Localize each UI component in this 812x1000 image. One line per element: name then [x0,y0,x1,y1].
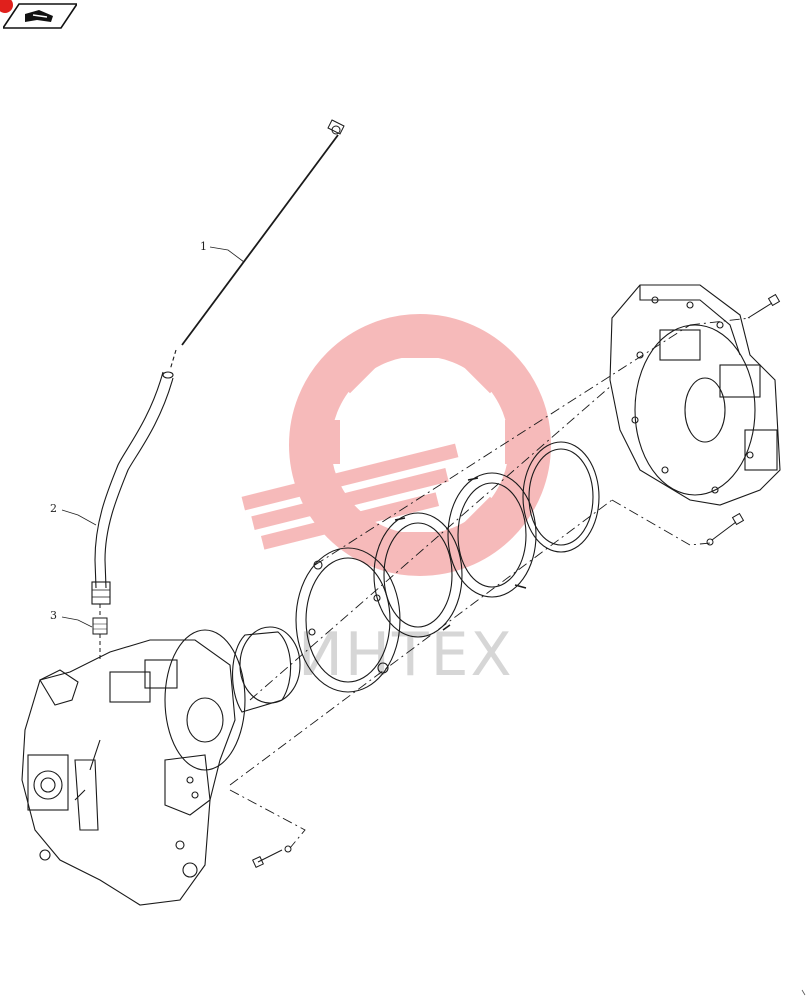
callout-3: 3 [50,609,93,628]
tube-adapter [92,604,108,660]
dipstick-tube [91,349,177,605]
assembly-centerlines [229,317,751,849]
converter-drum [164,626,301,771]
gear-wrench-logo [241,314,551,576]
callout-label: 3 [50,609,57,622]
callout-2: 2 [50,502,97,526]
gasket-stack [295,441,600,693]
callout-label: 2 [50,502,57,515]
bolt-lower-left [252,845,292,868]
bolt-upper-right [747,293,781,319]
alert-dot [0,0,13,13]
nav-back-button[interactable] [0,0,79,29]
watermark: ИНТЕХ [241,314,551,690]
gasket-3 [447,472,537,598]
callout-1: 1 [200,240,245,263]
gasket-4 [522,441,600,553]
dipstick [181,119,345,346]
callout-label: 1 [200,240,207,253]
flywheel-housing [609,284,781,506]
transmission [21,639,236,906]
gasket-2 [373,512,463,638]
bolt-lower-right [706,512,745,546]
corner-tick [801,989,806,996]
book-return-icon [1,3,79,29]
